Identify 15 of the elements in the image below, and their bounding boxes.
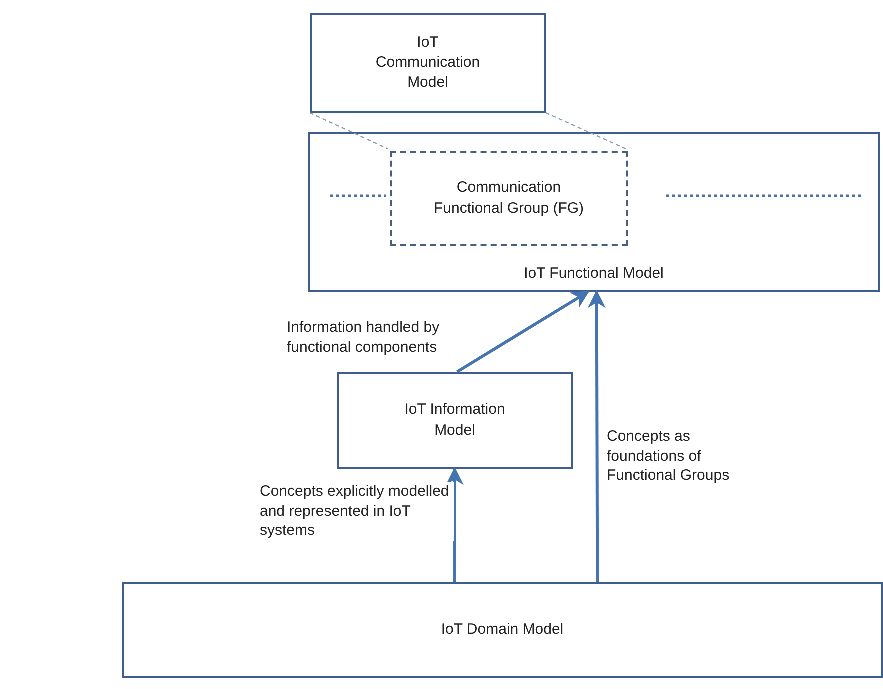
- dashed-group-box: [390, 151, 628, 246]
- node-text: Communication Functional Group (FG): [432, 178, 586, 218]
- node-text: IoT Domain Model: [441, 620, 564, 640]
- model-box: [122, 582, 883, 678]
- arrow: [588, 290, 606, 582]
- edge-label: Concepts explicitly modelled and represented in IoT systems: [258, 482, 454, 540]
- arrow: [446, 467, 464, 582]
- arrow: [456, 290, 590, 374]
- dashed-connector: [310, 112, 388, 150]
- node-text: IoT Information Model: [404, 400, 506, 440]
- model-box: [308, 132, 880, 292]
- model-box: [337, 372, 573, 469]
- node-text: IoT Communication Model: [374, 32, 482, 94]
- model-box: [310, 13, 546, 113]
- node-text: IoT Functional Model: [524, 264, 664, 284]
